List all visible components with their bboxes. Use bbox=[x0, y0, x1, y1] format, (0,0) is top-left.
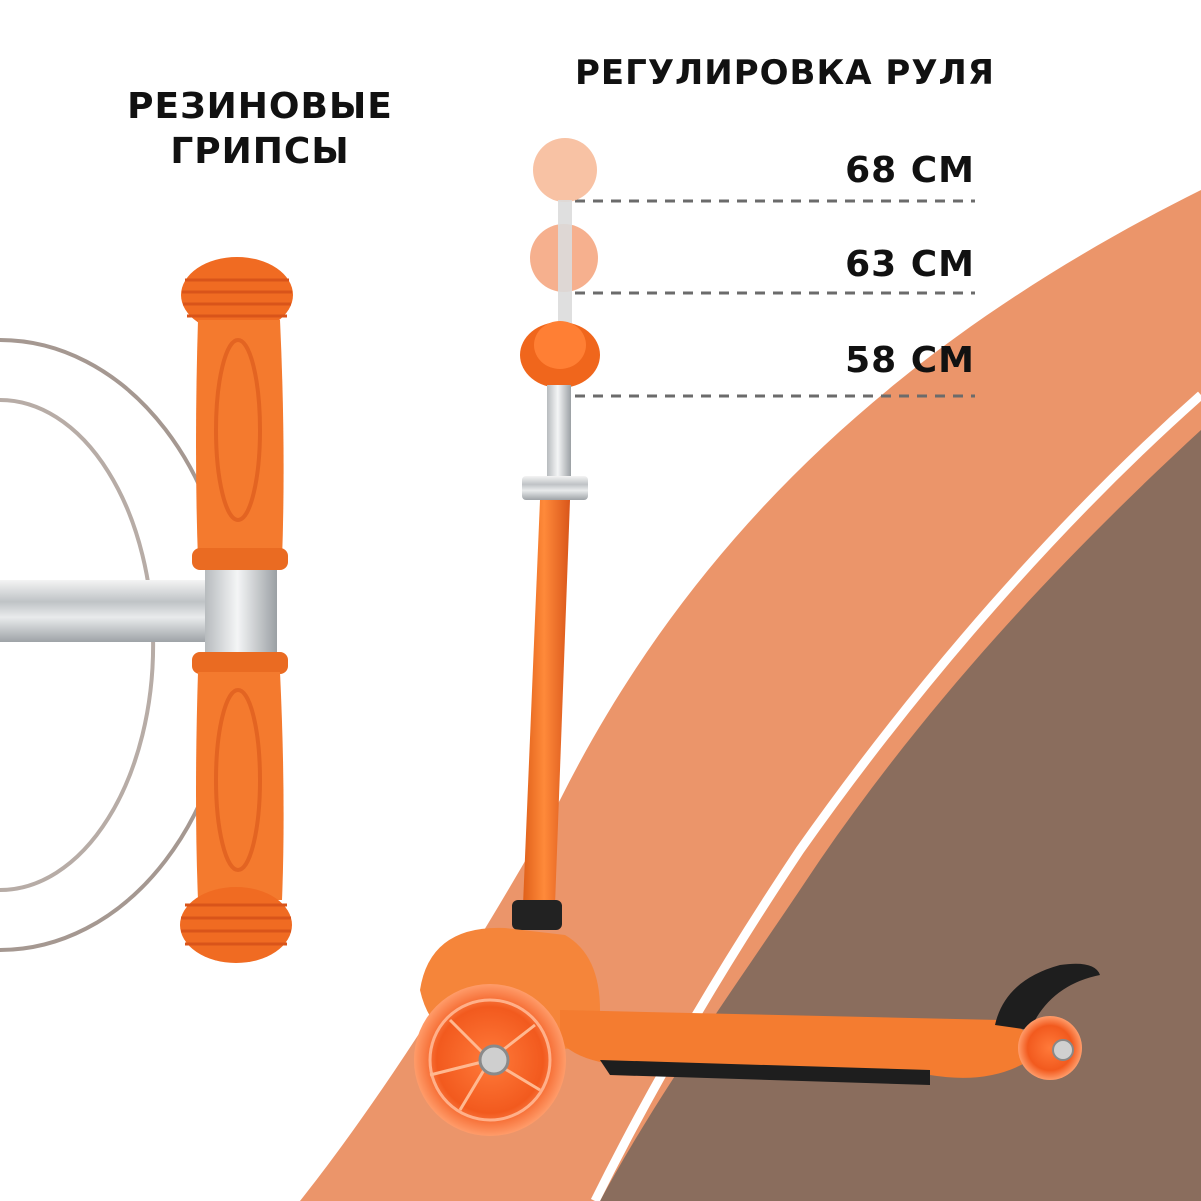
ghost-grip-68 bbox=[533, 138, 597, 202]
handlebar-bar bbox=[0, 580, 222, 642]
lane-line bbox=[590, 391, 1201, 1201]
rear-wheel bbox=[1018, 1016, 1082, 1080]
grip-top-cap bbox=[181, 257, 293, 333]
scooter-photo bbox=[414, 138, 1100, 1136]
handlebar-grip-photo bbox=[0, 257, 293, 963]
road-dark-band bbox=[600, 430, 1201, 1201]
grips-title-line1: РЕЗИНОВЫЕ bbox=[127, 86, 393, 127]
grip-bottom-body bbox=[196, 672, 284, 900]
inner-arc bbox=[0, 398, 156, 892]
rear-brake bbox=[995, 963, 1100, 1030]
height-guides bbox=[575, 199, 975, 398]
front-wheel-hub bbox=[478, 1044, 510, 1076]
grip-top-body bbox=[196, 320, 284, 560]
grips-title: РЕЗИНОВЫЕ ГРИПСЫ bbox=[60, 84, 460, 174]
stem-clamp bbox=[522, 476, 588, 500]
height-label-63: 63 СМ bbox=[845, 244, 975, 285]
handlebar-clamp bbox=[205, 568, 277, 652]
height-label-58: 58 СМ bbox=[845, 340, 975, 381]
height-label-68: 68 СМ bbox=[845, 150, 975, 191]
grips-title-line2: ГРИПСЫ bbox=[170, 131, 350, 172]
stem-metal bbox=[547, 385, 571, 490]
stem-orange bbox=[523, 500, 570, 905]
deck bbox=[560, 1010, 1032, 1078]
steering-adjustment-title: РЕГУЛИРОВКА РУЛЯ bbox=[575, 53, 995, 93]
grip-bottom-cap bbox=[180, 887, 292, 963]
